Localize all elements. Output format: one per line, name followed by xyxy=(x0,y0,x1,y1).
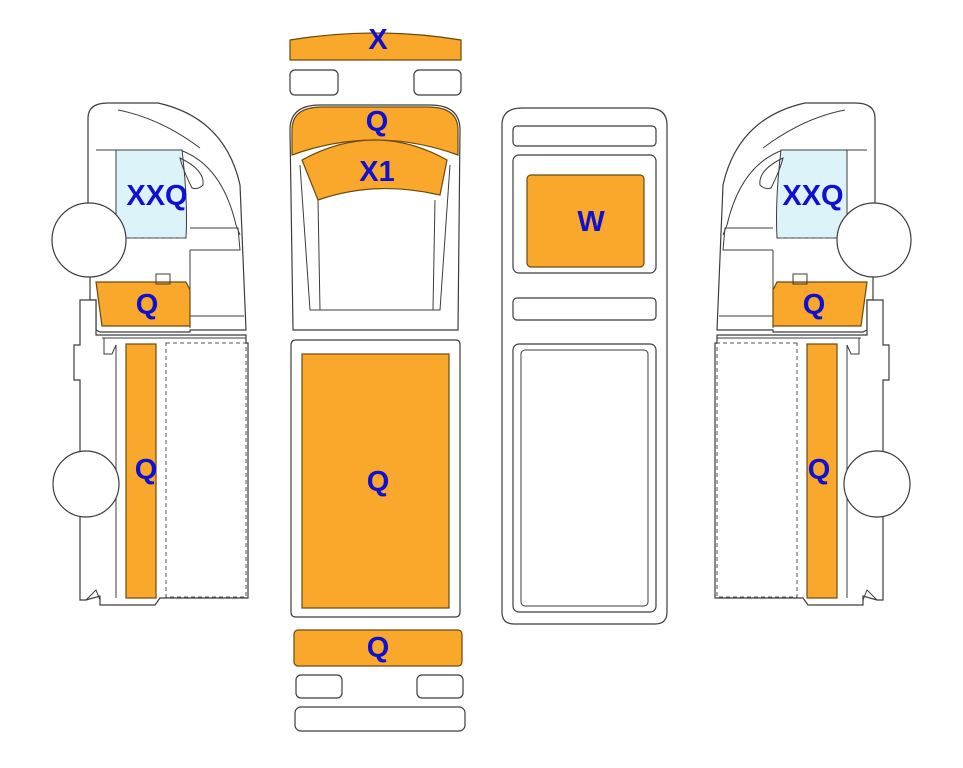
left-cab-inner-line xyxy=(96,149,241,236)
roof-front-panel xyxy=(289,32,462,61)
underside-view: W xyxy=(501,107,668,625)
top-cab-inner xyxy=(299,164,451,311)
right-side-door-panel xyxy=(772,281,868,327)
right-cab-inner-line xyxy=(722,149,867,236)
windshield-label: X1 xyxy=(359,156,394,188)
roof-front-label: X xyxy=(368,24,388,56)
right-side-window-label: XXQ xyxy=(782,180,843,212)
right-mirror xyxy=(759,157,784,190)
right-side-long-label: Q xyxy=(808,454,831,486)
rear-right-light xyxy=(416,674,464,699)
left-side-door-label: Q xyxy=(136,289,159,321)
right-body-pillar xyxy=(846,338,860,598)
right-side-view xyxy=(714,102,912,606)
rear-panel xyxy=(293,629,463,667)
right-side-long-panel xyxy=(806,343,838,599)
left-body-pillar xyxy=(103,338,117,598)
front-left-light xyxy=(289,69,339,96)
left-side-view: XXQ Q Q xyxy=(51,102,249,606)
windshield-panel xyxy=(301,139,448,201)
hood-panel xyxy=(291,106,459,156)
rear-bumper xyxy=(294,706,466,732)
roof-main-label: Q xyxy=(367,466,390,498)
top-view: X Q X1 Q Q xyxy=(289,24,466,732)
rear-panel-label: Q xyxy=(367,632,390,664)
underside-cargo-inner xyxy=(520,349,649,607)
left-side-window-label: XXQ xyxy=(126,180,187,212)
right-door-handle-area xyxy=(722,227,773,251)
right-cargo-door-dashed xyxy=(716,342,798,598)
underside-cargo-area xyxy=(512,343,657,613)
left-side-long-panel xyxy=(125,343,157,599)
left-side-door-panel xyxy=(95,281,191,327)
right-door-latch xyxy=(792,273,808,285)
left-door-handle-area xyxy=(190,227,241,251)
underside-panel-label: W xyxy=(577,206,605,238)
hood-label: Q xyxy=(366,106,389,138)
left-cargo-door-dashed xyxy=(165,342,247,598)
right-side-door-label: Q xyxy=(803,289,826,321)
right-rear-step xyxy=(862,589,878,601)
right-rear-wheel xyxy=(843,450,911,518)
left-roof-line xyxy=(117,109,201,149)
left-side-long-label: Q xyxy=(135,454,158,486)
left-rear-step xyxy=(85,589,101,601)
left-rear-wheel xyxy=(52,450,120,518)
left-mirror xyxy=(179,157,204,190)
underside-panel xyxy=(526,174,645,268)
underside-strip-2 xyxy=(512,297,657,321)
roof-main-panel xyxy=(301,353,450,609)
front-right-light xyxy=(413,69,462,96)
left-side-window-glass xyxy=(115,149,187,239)
left-front-wheel xyxy=(51,202,127,278)
top-cab-pillars xyxy=(317,199,436,311)
right-side-window-glass xyxy=(776,149,848,239)
right-roof-line xyxy=(762,109,846,149)
rear-left-light xyxy=(295,674,343,699)
left-door-latch xyxy=(155,273,171,285)
right-front-wheel xyxy=(836,202,912,278)
underside-strip-1 xyxy=(512,125,657,147)
